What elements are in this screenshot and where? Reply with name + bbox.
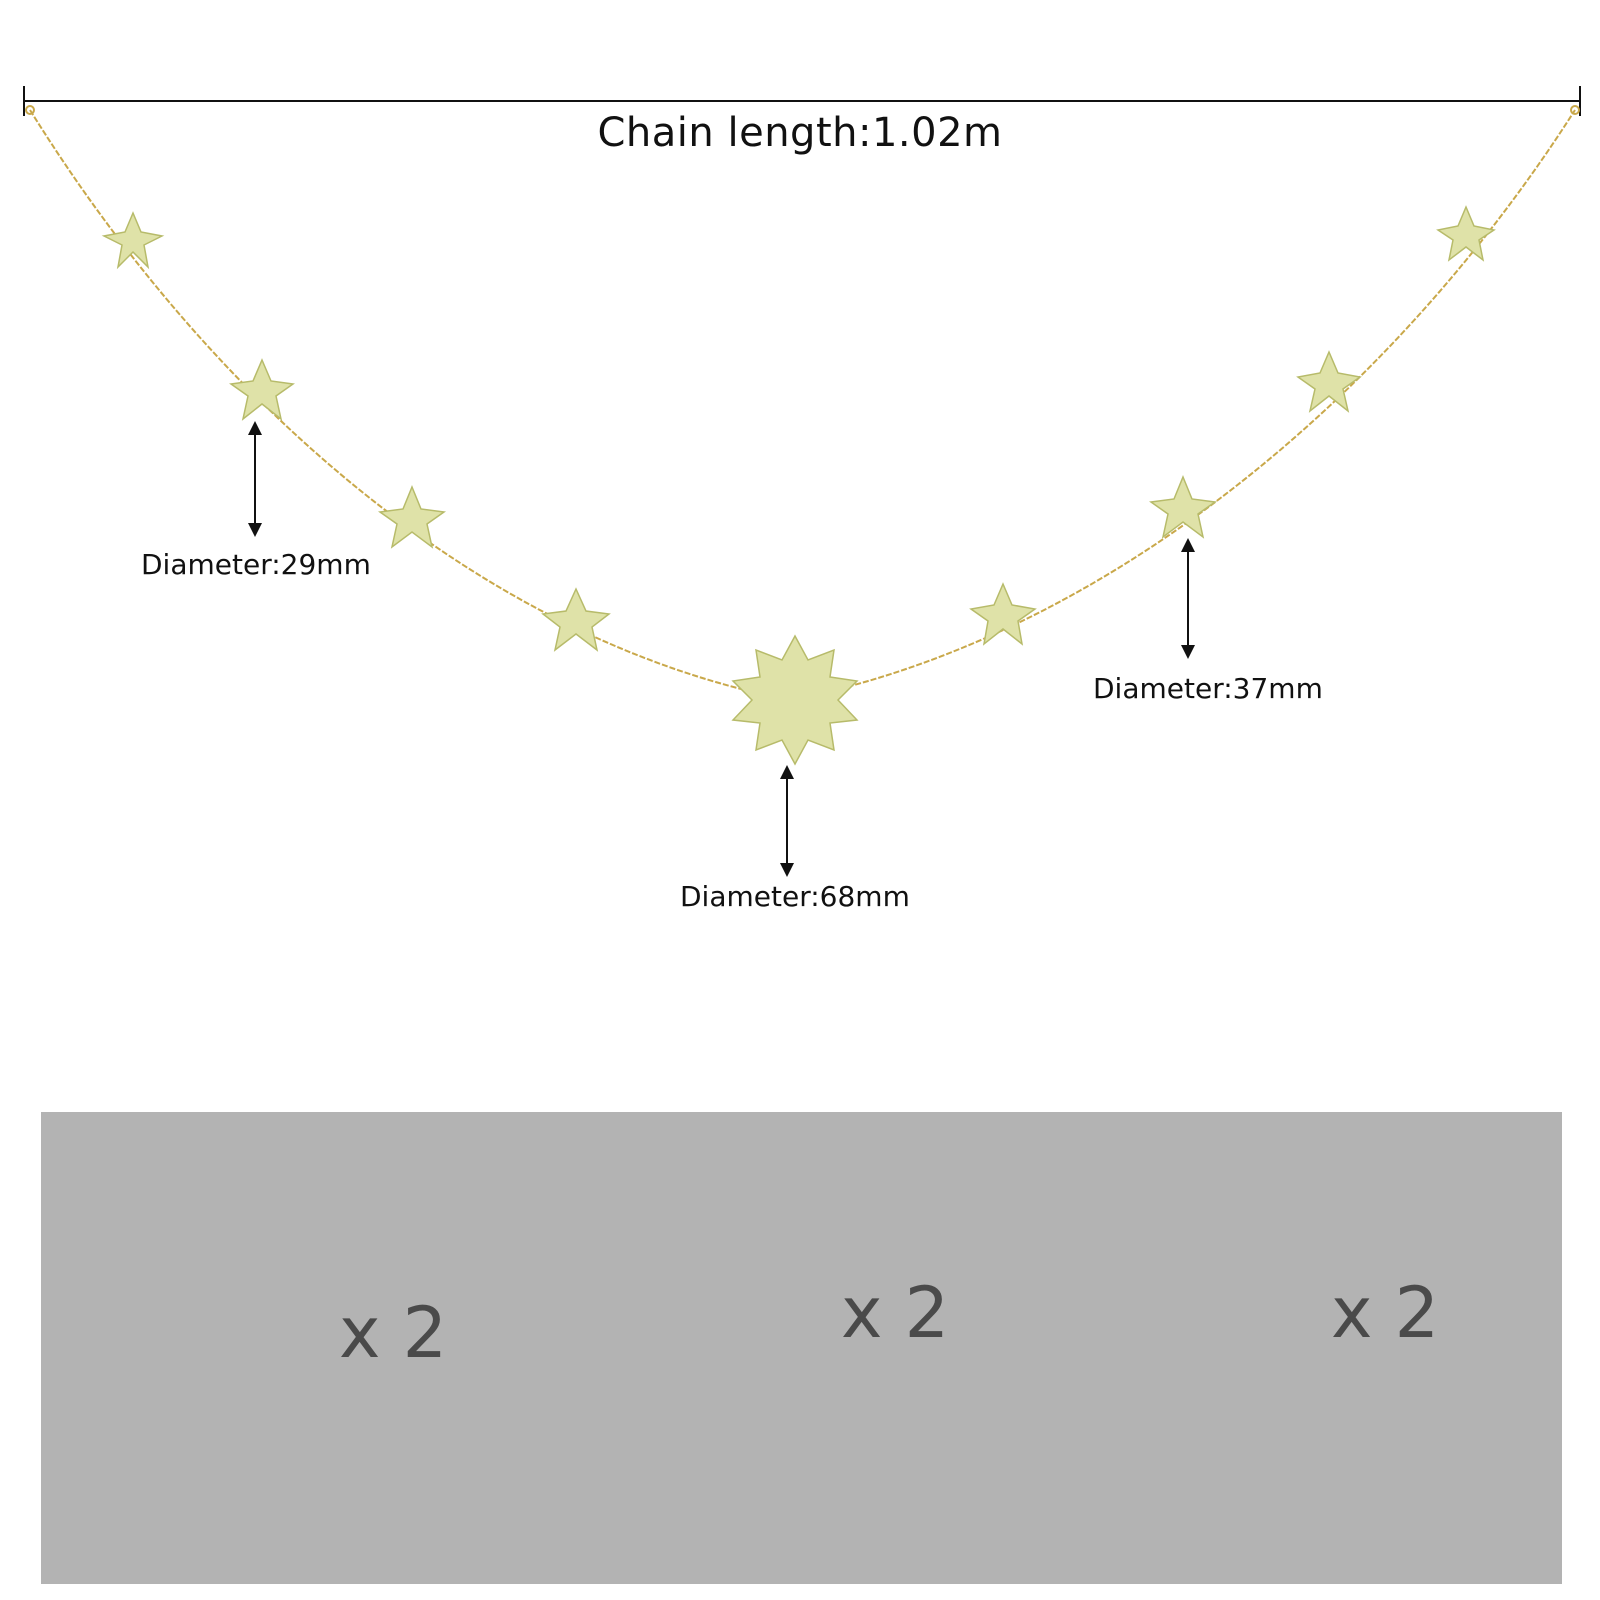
star-ornament	[229, 358, 295, 421]
star-ornament	[101, 211, 165, 270]
chain-length-dimension-line	[23, 86, 1581, 116]
sun-diameter-label: Diameter:68mm	[680, 880, 910, 913]
screw-quantity: x 2	[841, 1272, 950, 1354]
star-ornament	[969, 582, 1037, 646]
star-ornament	[1148, 475, 1218, 539]
chain-length-label: Chain length:1.02m	[597, 110, 1003, 156]
chain-end-loop-right	[1570, 105, 1580, 115]
small-star-diameter-label: Diameter:29mm	[141, 548, 371, 581]
medium-star-diameter-label: Diameter:37mm	[1093, 672, 1323, 705]
wall-anchor-quantity: x 2	[1331, 1272, 1440, 1354]
sun-ornament	[731, 634, 859, 766]
washer-quantity: x 2	[339, 1292, 448, 1374]
star-ornament	[541, 587, 611, 652]
star-ornament	[377, 485, 447, 549]
star-ornament	[1296, 350, 1362, 413]
mounting-hardware-panel: x 2 x 2 x 2	[41, 1112, 1562, 1584]
chain-end-loop-left	[25, 105, 35, 115]
star-ornament	[1436, 205, 1496, 262]
